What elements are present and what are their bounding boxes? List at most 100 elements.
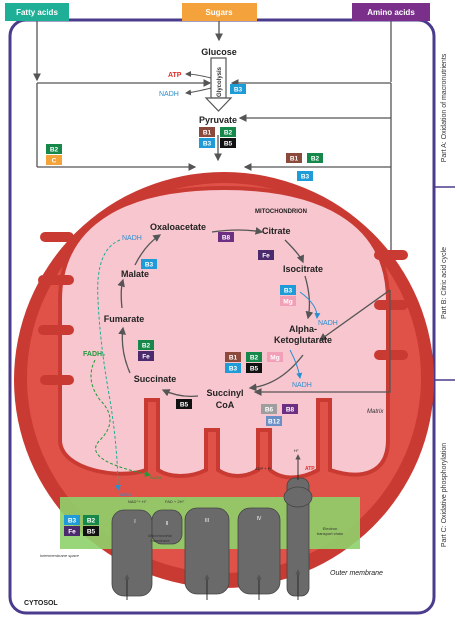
vitamin-badge-alpha-b3	[225, 363, 241, 373]
proton-arrows	[124, 454, 301, 600]
matrix-shape	[58, 185, 390, 480]
vitamin-badge-pyruvate-b1	[199, 127, 215, 137]
complex-iv-label: IV	[257, 516, 262, 522]
pyruvate-label: Pyruvate	[199, 115, 237, 125]
complex-ii-label: II	[166, 521, 169, 527]
vitamin-label-amino-b3: B3	[301, 174, 310, 181]
vitamin-label-succinyl-b5: B5	[180, 402, 189, 409]
fadh2-oxphos-label: FADH₂	[150, 475, 163, 480]
vitamin-badge-etc-fe	[64, 526, 80, 536]
part-a-label: Part A: Oxidation of macronutrients	[441, 53, 448, 162]
vitamin-label-pyruvate-b5: B5	[224, 141, 233, 148]
vitamin-badge-alpha-b1	[225, 352, 241, 362]
vitamin-label-alpha-b5: B5	[250, 366, 259, 373]
vitamin-label-alpha-b2: B2	[250, 355, 259, 362]
atp-synthase-head	[283, 486, 313, 508]
oxaloacetate-label: Oxaloacetate	[150, 222, 206, 232]
nadh-label: NADH	[159, 91, 179, 98]
top-pathways	[33, 21, 392, 290]
vitamin-label-oxaloacetate-b8: B8	[222, 235, 231, 242]
fumarate-label: Fumarate	[104, 314, 145, 324]
vitamin-label-isocitrate-b3: B3	[284, 288, 293, 295]
amino-acid-entry	[318, 289, 391, 341]
glycolysis-label: Glycolysis	[217, 66, 223, 97]
vitamin-label-amino-cycle-b6: B6	[265, 407, 274, 414]
vitamin-label-amino-cycle-b8: B8	[286, 407, 295, 414]
vitamin-badge-fatty-b2	[46, 144, 62, 154]
nadh-isocitrate-label: NADH	[318, 320, 338, 327]
vitamin-badge-etc-b3	[64, 515, 80, 525]
matrix-label: Matrix	[367, 409, 384, 415]
mitochondrion	[14, 172, 434, 588]
vitamin-badge-fumarate-fe	[138, 351, 154, 361]
mito-membrane-label-2: membrane	[150, 538, 170, 543]
outer-membrane-label: Outer membrane	[330, 570, 383, 577]
fatty-acids-label: Fatty acids	[16, 8, 58, 17]
vitamin-badge-amino-b2	[307, 153, 323, 163]
vitamin-label-pyruvate-b1: B1	[203, 130, 212, 137]
glycolysis-arrow	[204, 57, 233, 112]
vitamin-badge-alpha-b5	[246, 363, 262, 373]
etc-label-2: transport chain	[317, 531, 343, 536]
vitamin-label-fumarate-fe: Fe	[142, 354, 150, 361]
vitamin-badge-glycolysis-b3	[230, 84, 246, 94]
vitamin-label-etc-fe: Fe	[68, 529, 76, 536]
nadh-arrow	[185, 87, 212, 96]
amino-acids-label: Amino acids	[367, 8, 415, 17]
succinyl-label-1: Succinyl	[206, 388, 243, 398]
vitamin-badge-alpha-b2	[246, 352, 262, 362]
vitamin-badge-succinyl-b5	[176, 399, 192, 409]
vitamin-badge-amino-cycle-b6	[261, 404, 277, 414]
vitamin-label-etc-b5: B5	[87, 529, 96, 536]
alpha-label-1: Alpha-	[289, 324, 317, 334]
fatty-acids-header	[5, 3, 69, 21]
complex-i	[111, 509, 153, 597]
vitamin-label-amino-b2: B2	[311, 156, 320, 163]
vitamin-label-pyruvate-b2: B2	[224, 130, 233, 137]
vitamin-badge-amino-b3	[297, 171, 313, 181]
vitamin-label-alpha-mg: Mg	[270, 355, 279, 362]
vitamin-badge-malate-b3	[141, 259, 157, 269]
citrate-label: Citrate	[262, 226, 291, 236]
vitamin-label-pyruvate-b3: B3	[203, 141, 212, 148]
vitamin-badge-oxaloacetate-b8	[218, 232, 234, 242]
vitamin-label-alpha-b1: B1	[229, 355, 238, 362]
vitamin-badge-fatty-c	[46, 155, 62, 165]
vitamin-badge-pyruvate-b5	[220, 138, 236, 148]
vitamin-label-amino-cycle-b12: B12	[268, 419, 280, 426]
vitamin-badge-fumarate-b2	[138, 340, 154, 350]
vitamin-badge-etc-b2	[83, 515, 99, 525]
nadh-top-label: NADH	[122, 235, 142, 242]
intermembrane-label: Intermembrane space	[40, 553, 80, 558]
vitamin-badge-alpha-mg	[267, 352, 283, 362]
cristae	[38, 232, 408, 385]
fadh2-dashed-path	[90, 359, 151, 477]
vitamin-label-amino-b1: B1	[290, 156, 299, 163]
succinate-label: Succinate	[134, 374, 177, 384]
vitamin-badge-amino-cycle-b8	[282, 404, 298, 414]
succinyl-label-2: CoA	[216, 400, 235, 410]
vitamin-badge-pyruvate-b3	[199, 138, 215, 148]
vitamin-label-alpha-b3: B3	[229, 366, 238, 373]
part-c-label: Part C: Oxidative phosphorylation	[441, 443, 448, 547]
vitamin-label-fatty-b2: B2	[50, 147, 59, 154]
nadh-oxphos-label: NADH	[120, 492, 131, 497]
nadh-dashed-path	[97, 239, 121, 491]
vitamin-badge-etc-b5	[83, 526, 99, 536]
vitamin-badge-citrate-fe	[258, 250, 274, 260]
nad-h-label: NAD⁺+ H⁺	[128, 499, 147, 504]
complex-i-label: I	[134, 519, 135, 525]
atp-oxphos-label: ATP	[305, 466, 315, 472]
vitamin-label-fatty-c: C	[52, 158, 57, 165]
vitamin-badge-amino-cycle-b12	[266, 416, 282, 426]
vitamin-label-etc-b3: B3	[68, 518, 77, 525]
fadh2-label: FADH₂	[83, 351, 105, 358]
h-plus-top: H⁺	[294, 448, 299, 453]
vitamin-label-glycolysis-b3: B3	[234, 87, 243, 94]
complex-iii-label: III	[205, 518, 209, 524]
cytosol-label: CYTOSOL	[24, 600, 58, 607]
malate-label: Malate	[121, 269, 149, 279]
